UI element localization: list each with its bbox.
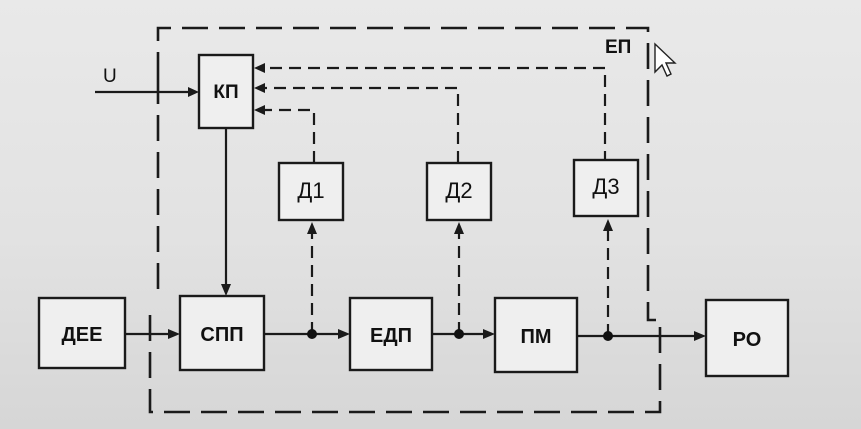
block-d1 [277, 161, 345, 222]
pickup-d1-arrowhead [307, 222, 317, 234]
block-ro-label: РО [733, 329, 762, 351]
junction-d2 [454, 329, 464, 339]
block-dee [37, 296, 127, 370]
junction-d3 [603, 331, 613, 341]
block-d2-label: Д2 [445, 178, 472, 203]
input-label-u: U [103, 66, 117, 87]
kp-to-spp-arrowhead [221, 284, 231, 296]
block-d3 [572, 158, 640, 218]
feedback-d1-line [262, 108, 316, 163]
pickup-d2-arrowhead [454, 222, 464, 234]
input-u-arrowhead [188, 87, 199, 97]
ep-boundary [148, 26, 662, 414]
feedback-d2-arrowhead [254, 83, 265, 93]
block-kp-label: КП [213, 82, 238, 103]
block-ro [704, 298, 790, 378]
feedback-d3-arrowhead [254, 63, 265, 73]
block-pm [493, 296, 579, 374]
dee-to-spp-arrowhead [168, 329, 180, 339]
block-d2 [425, 161, 493, 222]
block-pm-label: ПМ [520, 326, 551, 348]
feedback-d3-line [262, 66, 607, 163]
spp-to-edp-arrowhead [338, 329, 350, 339]
pickup-d3-arrowhead [603, 219, 613, 231]
block-kp [197, 53, 255, 130]
block-edp [348, 296, 434, 372]
block-d3-label: Д3 [592, 174, 619, 199]
feedback-d2-line [262, 86, 460, 163]
block-edp-label: ЕДП [370, 325, 412, 347]
junction-d1 [307, 329, 317, 339]
block-spp-label: СПП [200, 324, 243, 346]
boundary-label-ep: ЕП [605, 37, 631, 58]
mouse-cursor-icon [654, 42, 677, 77]
pm-to-ro-arrowhead [694, 331, 706, 341]
feedback-d1-arrowhead [254, 105, 265, 115]
block-dee-label: ДЕЕ [62, 324, 103, 346]
edp-to-pm-arrowhead [483, 329, 495, 339]
block-spp [178, 294, 266, 372]
block-d1-label: Д1 [297, 178, 324, 203]
